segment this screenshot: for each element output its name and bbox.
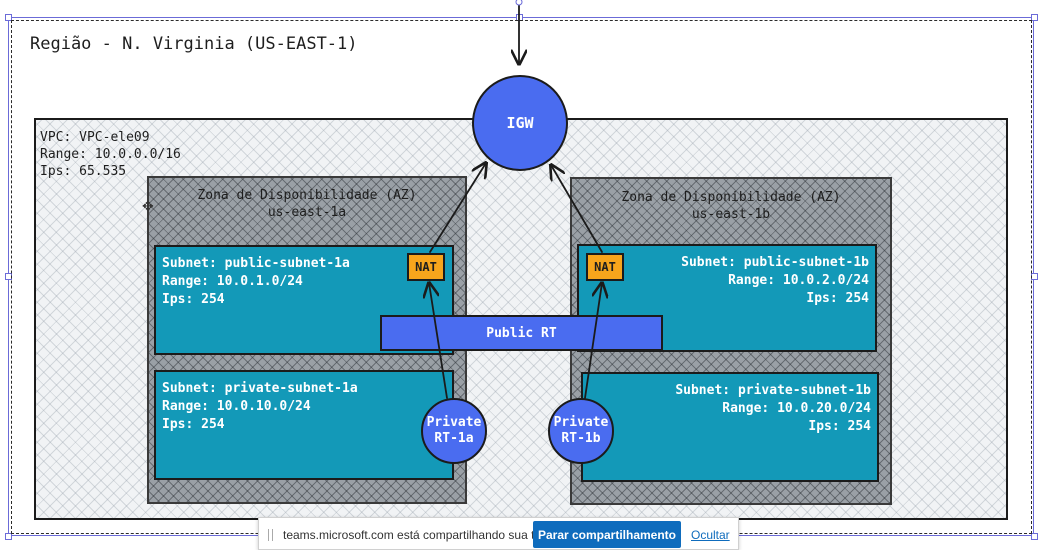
public-rt[interactable]: Public RT [380,315,663,351]
private-subnet-1a[interactable]: Subnet: private-subnet-1a Range: 10.0.10… [154,370,454,480]
az-title-1a-line1: Zona de Disponibilidade (AZ) [197,188,417,203]
private-subnet-1a-ips: Ips: 254 [162,417,225,432]
igw-node[interactable]: IGW [472,75,568,171]
nat-gateway-1a[interactable]: NAT [407,253,445,281]
public-subnet-1a-name: Subnet: public-subnet-1a [162,256,350,271]
private-rt-1a-line1: Private [426,415,482,430]
private-rt-1a-line2: RT-1a [434,431,474,446]
igw-label: IGW [506,114,534,132]
screen-share-bar: teams.microsoft.com está compartilhando … [258,517,739,550]
public-subnet-1b-ips: Ips: 254 [806,291,869,306]
private-subnet-1b-name: Subnet: private-subnet-1b [675,383,871,398]
arrow-nat-1b-to-igw [551,165,603,253]
vpc-ips: Ips: 65.535 [40,164,127,179]
public-subnet-1a-range: Range: 10.0.1.0/24 [162,274,303,289]
public-subnet-1b-name: Subnet: public-subnet-1b [681,255,869,270]
private-rt-1a[interactable]: Private RT-1a [421,398,487,464]
selection-handle[interactable] [5,14,12,21]
arrow-private-rt-1a-to-nat [429,283,448,399]
public-subnet-1b-range: Range: 10.0.2.0/24 [728,273,869,288]
az-title-1b: Zona de Disponibilidade (AZ) us-east-1b [570,189,892,223]
arrow-private-rt-1b-to-nat [584,283,602,399]
az-title-1b-line2: us-east-1b [691,207,771,222]
top-handle [515,0,523,6]
private-rt-1b-line1: Private [553,415,609,430]
private-subnet-1b[interactable]: Subnet: private-subnet-1b Range: 10.0.20… [581,372,879,482]
az-title-1a: Zona de Disponibilidade (AZ) us-east-1a [147,187,467,221]
private-subnet-1a-name: Subnet: private-subnet-1a [162,381,358,396]
private-subnet-1a-range: Range: 10.0.10.0/24 [162,399,311,414]
selection-handle[interactable] [5,533,12,540]
az-title-1b-line1: Zona de Disponibilidade (AZ) [621,190,841,205]
hide-link[interactable]: Ocultar [691,528,730,542]
selection-handle[interactable] [1031,14,1038,21]
move-cursor-icon: ✥ [142,199,154,215]
selection-handle[interactable] [1031,533,1038,540]
share-message: teams.microsoft.com está compartilhando … [283,528,554,542]
vpc-name: VPC: VPC-ele09 [40,130,150,145]
private-rt-1b-line2: RT-1b [561,431,601,446]
nat-gateway-1b[interactable]: NAT [586,253,624,281]
private-subnet-1b-range: Range: 10.0.20.0/24 [722,401,871,416]
vpc-range: Range: 10.0.0.0/16 [40,147,181,162]
private-rt-1b[interactable]: Private RT-1b [548,398,614,464]
private-subnet-1b-ips: Ips: 254 [808,419,871,434]
az-title-1a-line2: us-east-1a [267,205,347,220]
region-title: Região - N. Virginia (US-EAST-1) [30,34,358,54]
arrow-nat-1a-to-igw [429,163,486,253]
stop-sharing-button[interactable]: Parar compartilhamento [533,521,681,548]
drag-handle-icon[interactable] [268,529,273,541]
public-subnet-1a-ips: Ips: 254 [162,292,225,307]
vpc-info: VPC: VPC-ele09 Range: 10.0.0.0/16 Ips: 6… [40,129,181,180]
